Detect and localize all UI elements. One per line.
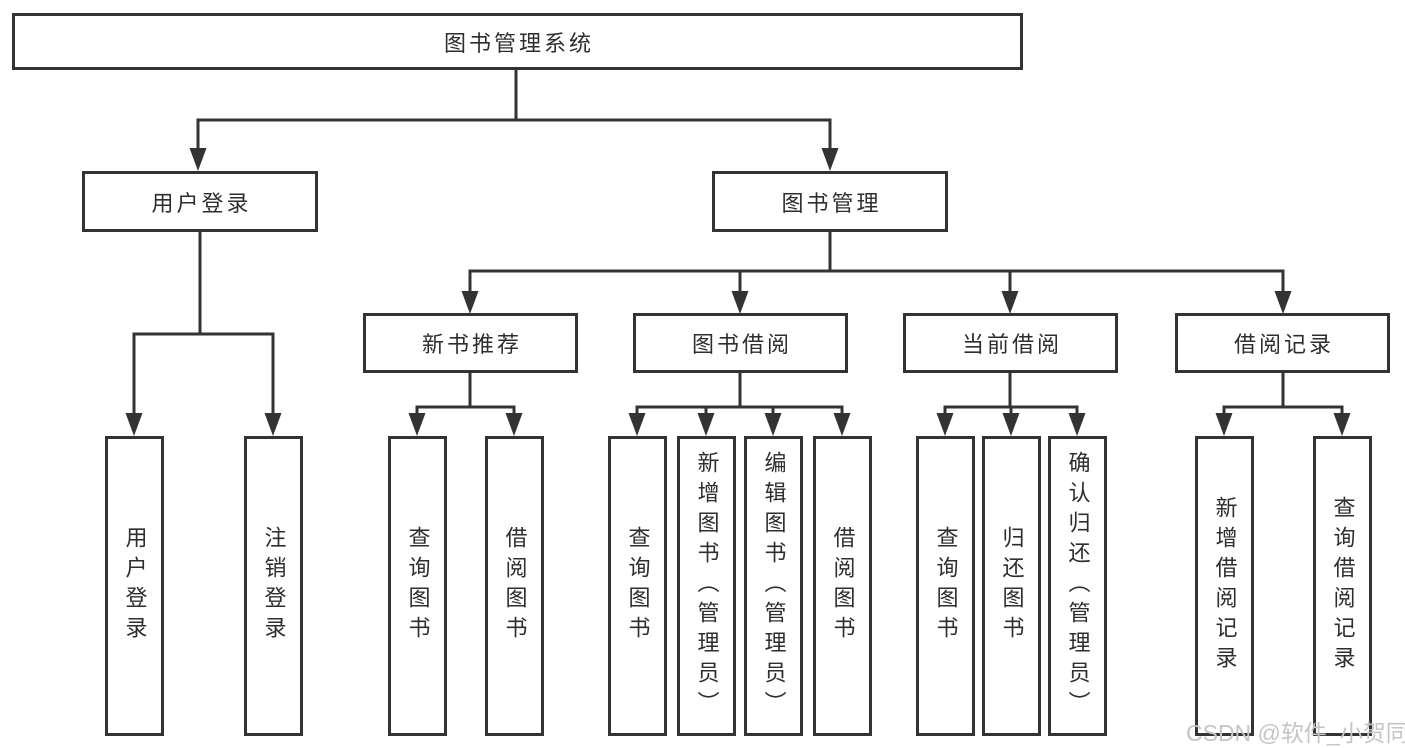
- arrow-down-icon: [833, 413, 851, 436]
- leaf-logout: 注销登录: [244, 436, 303, 736]
- leaf-cb-confirm-return-admin: 确认归还（管理员）: [1048, 436, 1107, 736]
- leaf-br-query-record: 查询借阅记录: [1313, 436, 1372, 736]
- node-new-book-recommend: 新书推荐: [363, 313, 578, 373]
- arrow-down-icon: [1333, 413, 1351, 436]
- arrow-down-icon: [1215, 413, 1233, 436]
- arrow-down-icon: [461, 291, 479, 314]
- arrow-down-icon: [125, 413, 143, 436]
- leaf-nb-borrow-books: 借阅图书: [485, 436, 544, 736]
- arrow-down-icon: [1001, 291, 1019, 314]
- arrow-down-icon: [1274, 291, 1292, 314]
- node-borrow-records: 借阅记录: [1175, 313, 1390, 373]
- arrow-down-icon: [821, 148, 839, 171]
- leaf-bb-query-books: 查询图书: [608, 436, 667, 736]
- leaf-bb-borrow-books: 借阅图书: [813, 436, 872, 736]
- leaf-cb-query-books: 查询图书: [916, 436, 975, 736]
- arrow-down-icon: [1068, 413, 1086, 436]
- node-book-management: 图书管理: [712, 171, 948, 232]
- node-current-borrow: 当前借阅: [903, 313, 1118, 373]
- leaf-nb-query-books: 查询图书: [388, 436, 447, 736]
- arrow-down-icon: [408, 413, 426, 436]
- arrow-down-icon: [731, 291, 749, 314]
- arrow-down-icon: [628, 413, 646, 436]
- arrow-down-icon: [264, 413, 282, 436]
- arrow-down-icon: [505, 413, 523, 436]
- node-user-login: 用户登录: [82, 171, 318, 232]
- arrow-down-icon: [189, 148, 207, 171]
- leaf-br-add-record: 新增借阅记录: [1195, 436, 1254, 736]
- leaf-cb-return-books: 归还图书: [982, 436, 1041, 736]
- arrow-down-icon: [697, 413, 715, 436]
- arrow-down-icon: [1002, 413, 1020, 436]
- leaf-user-login: 用户登录: [105, 436, 164, 736]
- leaf-bb-edit-books-admin: 编辑图书（管理员）: [744, 436, 803, 736]
- arrow-down-icon: [764, 413, 782, 436]
- leaf-bb-add-books-admin: 新增图书（管理员）: [677, 436, 736, 736]
- node-library-system: 图书管理系统: [12, 13, 1023, 70]
- node-book-borrow: 图书借阅: [633, 313, 848, 373]
- arrow-down-icon: [936, 413, 954, 436]
- watermark: CSDN @软件_小贺同学: [1186, 720, 1405, 746]
